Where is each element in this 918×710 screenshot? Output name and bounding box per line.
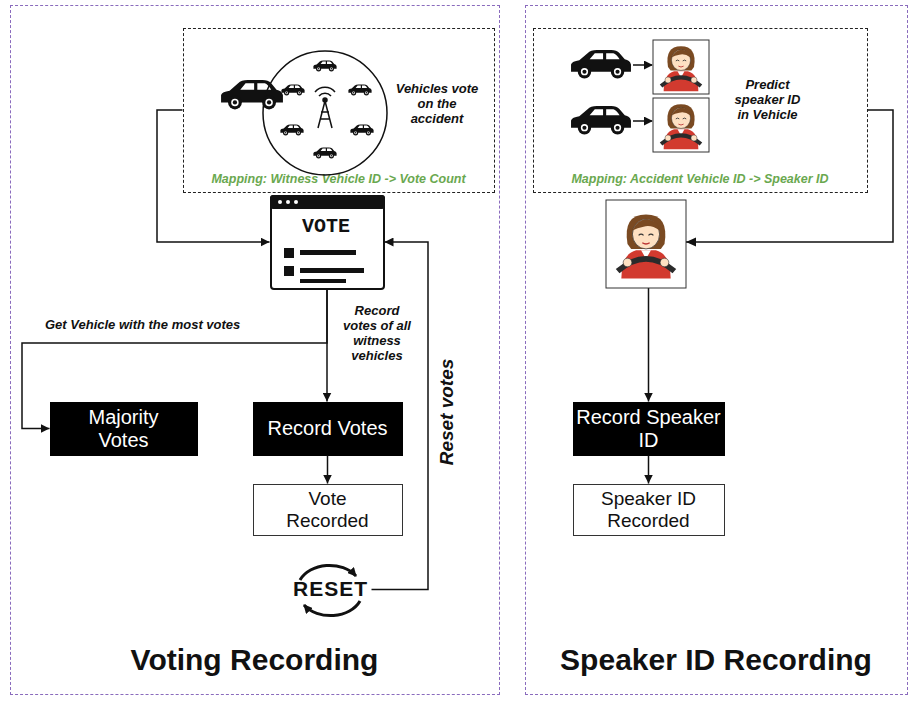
node-label: RESET — [290, 562, 372, 618]
reset-arrow — [300, 565, 356, 580]
node-subtext: Mapping: Witness Vehicle ID -> Vote Coun… — [183, 170, 495, 190]
window-dot — [278, 200, 282, 204]
driver-icon — [661, 46, 701, 91]
dashed-group: Vehicles vote on the accidentMapping: Wi… — [183, 28, 495, 193]
car-icon — [280, 124, 303, 135]
node-label: Predict speaker ID in Vehicle — [729, 68, 807, 134]
edge-label: Reset votes — [435, 342, 459, 482]
node-label: Voting Recording — [10, 638, 500, 684]
car-arrow — [633, 64, 652, 66]
illustration-part — [318, 101, 332, 128]
process-box: Record Speaker ID — [573, 402, 725, 456]
node-label: Record Speaker ID — [573, 402, 725, 456]
panel: Speaker ID Recording Predict speaker ID i… — [525, 5, 908, 695]
illustration-part — [315, 87, 335, 96]
list-line — [300, 268, 364, 273]
node-label: Speaker ID Recorded — [584, 484, 714, 536]
car-icon — [221, 80, 283, 109]
driver-frame — [653, 98, 709, 152]
window-dot — [294, 200, 298, 204]
arrow-head — [686, 238, 696, 247]
window-bar — [270, 195, 385, 209]
node-label: VOTE — [295, 213, 357, 239]
process-box: Majority Votes — [50, 402, 198, 456]
driver-frame — [653, 40, 709, 94]
result-box: Vote Recorded — [253, 484, 403, 536]
process-box: Record Votes — [253, 402, 403, 456]
illustration-part — [323, 98, 327, 102]
car-arrow — [633, 120, 652, 122]
connector — [327, 456, 329, 484]
node-label: Vehicles vote on the accident — [395, 70, 480, 140]
list-line — [300, 279, 346, 283]
reset-icon: RESET — [290, 562, 372, 618]
dashed-group: Predict speaker ID in VehicleMapping: Ac… — [533, 28, 868, 193]
vote-window: VOTE — [270, 195, 385, 290]
list-line — [300, 250, 356, 255]
window-dot — [286, 200, 290, 204]
connector — [157, 110, 270, 242]
antenna-tower — [315, 87, 335, 128]
car-icon — [350, 124, 373, 135]
connector — [22, 290, 327, 429]
edge-label: Get Vehicle with the most votes — [45, 318, 345, 336]
car-icon — [313, 147, 336, 158]
connector — [372, 242, 429, 590]
panel: Voting Recording Vehicles vote on the acc… — [10, 5, 500, 695]
list-bullet — [284, 248, 294, 258]
node-subtext: Mapping: Accident Vehicle ID -> Speaker … — [533, 170, 868, 190]
edge-label: Record votes of all witness vehicles — [337, 304, 417, 374]
car-icon — [281, 84, 304, 95]
car-icon — [348, 84, 371, 95]
node-label: Record Votes — [253, 402, 403, 456]
node-label: Vote Recorded — [278, 484, 378, 536]
car-icon — [571, 106, 631, 134]
connector — [326, 290, 328, 402]
node-label: Majority Votes — [69, 402, 179, 456]
connector — [649, 110, 894, 402]
result-box: Speaker ID Recorded — [573, 484, 725, 536]
car-icon — [313, 60, 336, 71]
driver-frame — [606, 200, 686, 288]
reset-arrow — [304, 601, 360, 616]
witness-circle — [263, 51, 387, 175]
connector — [648, 456, 650, 484]
driver-icon — [618, 214, 675, 278]
list-bullet — [284, 266, 294, 276]
node-label: Speaker ID Recording — [525, 638, 908, 684]
driver-icon — [661, 104, 701, 149]
car-icon — [571, 50, 631, 78]
